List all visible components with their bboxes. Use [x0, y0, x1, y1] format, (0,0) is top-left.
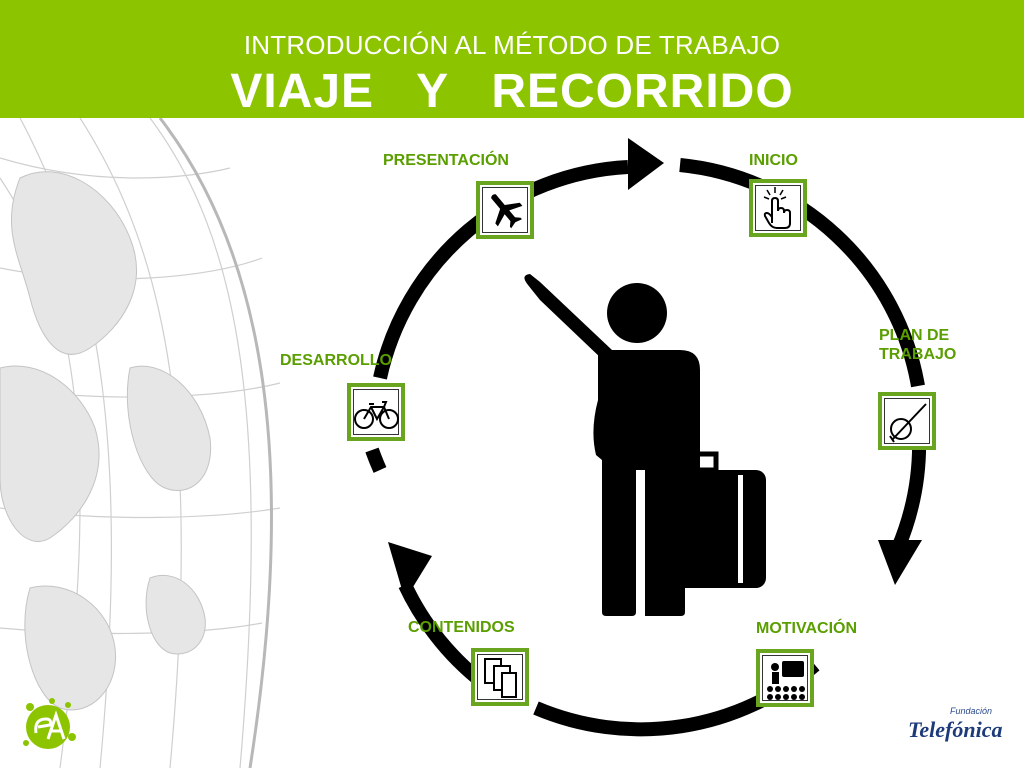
presentation-audience-icon: [767, 661, 805, 700]
page-title: VIAJE Y RECORRIDO: [230, 65, 794, 118]
stage-node-presentacion[interactable]: [476, 181, 534, 239]
stage-node-contenidos[interactable]: [471, 648, 529, 706]
stage-node-motivacion[interactable]: [756, 649, 814, 707]
ring-arc-left: [365, 447, 387, 473]
arrow-head-right: [878, 540, 922, 585]
arrow-head-left: [388, 542, 432, 600]
world-map-background: [0, 118, 281, 768]
page-subtitle: INTRODUCCIÓN AL MÉTODO DE TRABAJO: [243, 30, 781, 60]
stage-node-plan[interactable]: [878, 392, 936, 450]
bicycle-icon: [354, 401, 399, 429]
stage-node-desarrollo[interactable]: [347, 383, 405, 441]
stage-label-presentacion: PRESENTACIÓN: [383, 152, 509, 169]
stage-label-inicio: INICIO: [749, 152, 798, 169]
arrow-head-top: [628, 138, 664, 190]
stage-node-inicio[interactable]: [749, 179, 807, 237]
ea-logo-icon: [23, 698, 76, 749]
fundacion-telefonica-logo: Fundación Telefónica: [906, 706, 1003, 750]
brand-name-text: Telefónica: [908, 717, 1003, 742]
ring-arc-top-left: [373, 160, 629, 380]
ring-arc-top-right: [679, 158, 925, 388]
airplane-icon: [491, 194, 523, 229]
pen-drawing-icon: [889, 403, 927, 443]
documents-icon: [484, 658, 517, 698]
stage-label-contenidos: CONTENIDOS: [408, 619, 515, 636]
touch-hand-icon: [763, 187, 791, 229]
stage-label-motivacion: MOTIVACIÓN: [756, 620, 858, 637]
stage-label-desarrollo: DESARROLLO: [280, 352, 392, 369]
stage-label-plan: PLAN DE TRABAJO: [879, 327, 957, 363]
traveler-with-briefcase-icon: [524, 274, 766, 616]
header-bar: INTRODUCCIÓN AL MÉTODO DE TRABAJO VIAJE …: [0, 0, 1024, 118]
brand-small-text: Fundación: [949, 706, 992, 716]
